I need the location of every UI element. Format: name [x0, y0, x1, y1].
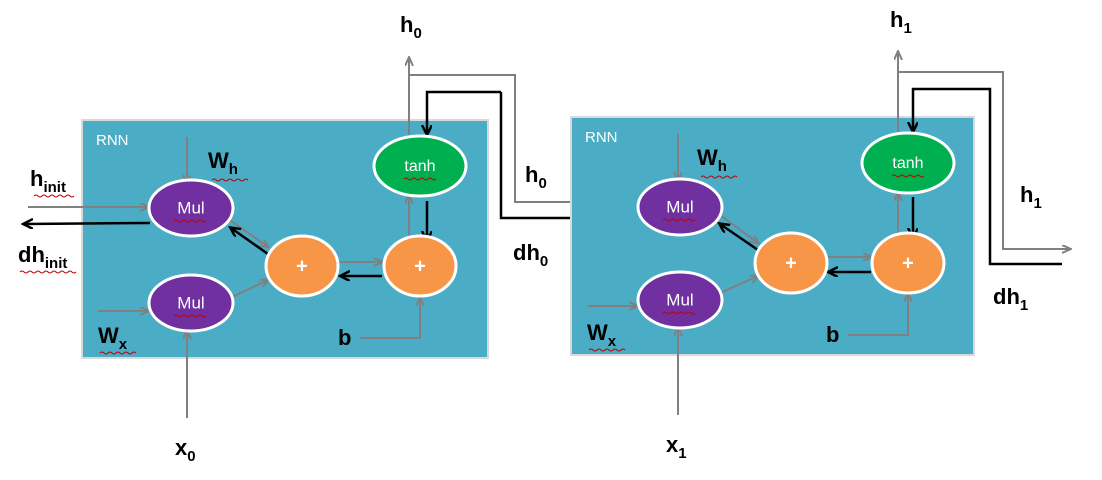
add-node-mid: + [753, 231, 829, 295]
spellcheck-underline [19, 270, 77, 274]
dhinit-arrow [24, 223, 151, 224]
svg-text:+: + [785, 252, 797, 274]
spellcheck-underline [99, 351, 137, 355]
mulh-to-add-arrow [229, 219, 268, 247]
svg-text:+: + [902, 252, 914, 274]
mul-node-x: Mul [636, 270, 724, 330]
wx-label: Wx [587, 320, 617, 350]
spellcheck-underline [700, 175, 738, 179]
spellcheck-underline [662, 311, 696, 315]
rnn-cell-title: RNN [96, 132, 129, 149]
add-to-mul-grad-arrow [231, 228, 269, 256]
svg-text:tanh: tanh [404, 158, 435, 175]
mul-node-x: Mul [147, 273, 235, 333]
b-label: b [826, 322, 839, 347]
spellcheck-underline [211, 178, 249, 182]
add-node-out: + [870, 231, 946, 295]
wh-label: Wh [208, 148, 238, 178]
dh1-into-tanh-arrow [913, 87, 1062, 266]
dh1-right-label: dh1 [993, 284, 1028, 314]
spellcheck-underline [173, 314, 207, 318]
x1-label: x1 [666, 432, 687, 462]
spellcheck-underline [662, 218, 696, 222]
svg-text:Mul: Mul [666, 197, 693, 216]
b-to-add-arrow [360, 298, 420, 339]
h0-between-label: h0 [525, 162, 547, 192]
spellcheck-underline [33, 194, 75, 198]
svg-text:+: + [414, 255, 426, 277]
spellcheck-underline [588, 348, 626, 352]
hinit-label: hinit [30, 166, 66, 196]
h1-right-label: h1 [1020, 182, 1042, 212]
b-label: b [338, 325, 351, 350]
svg-text:Mul: Mul [177, 198, 204, 217]
spellcheck-underline [891, 174, 925, 178]
spellcheck-underline [403, 177, 437, 181]
tanh-node: tanh [372, 134, 468, 198]
wx-label: Wx [98, 323, 128, 353]
mulx-to-add-arrow [719, 276, 758, 294]
dhinit-label: dhinit [18, 242, 67, 272]
add-node-mid: + [264, 234, 340, 298]
b-to-add-arrow [848, 294, 908, 336]
dh0-into-tanh-arrow [427, 90, 501, 134]
svg-text:+: + [296, 255, 308, 277]
rnn-cell-2: RNN Mul Mul + [570, 7, 1070, 462]
h0-output-label: h0 [400, 12, 422, 42]
mul-node-h: Mul [147, 178, 235, 238]
mulx-to-add-arrow [229, 280, 268, 299]
rnn-cell-title: RNN [585, 129, 618, 146]
svg-text:Mul: Mul [177, 293, 204, 312]
mulh-to-add-arrow [719, 214, 758, 243]
h1-forward-arrow [898, 71, 1070, 249]
mul-node-h: Mul [636, 177, 724, 237]
rnn-cell-1: RNN Mul Mul + [18, 12, 638, 465]
tanh-node: tanh [860, 131, 956, 195]
add-to-mul-grad-arrow [720, 224, 759, 252]
wh-label: Wh [697, 145, 727, 175]
svg-text:tanh: tanh [892, 155, 923, 172]
spellcheck-underline [173, 219, 207, 223]
add-node-out: + [382, 234, 458, 298]
svg-text:Mul: Mul [666, 290, 693, 309]
h1-output-label: h1 [890, 7, 912, 37]
dh0-between-label: dh0 [513, 240, 548, 270]
x0-label: x0 [175, 435, 196, 465]
